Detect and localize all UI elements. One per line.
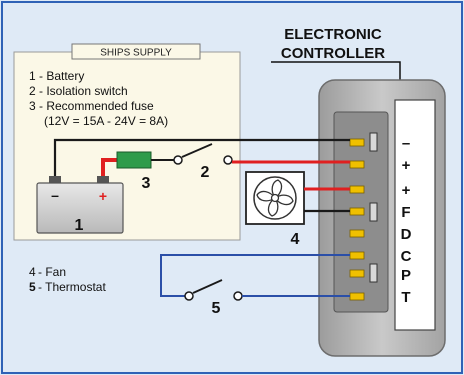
terminal-label-plus-1: + [402,157,411,174]
pin-8 [349,292,365,301]
wire-negative-black [53,138,350,176]
callout-fuse: 3 [142,175,151,192]
battery-plus-sign: + [99,188,107,204]
fan-icon [256,179,294,217]
callout-thermostat: 5 [212,300,221,317]
fan-hub [270,193,280,203]
ships-supply-title: SHIPS SUPPLY [100,48,172,59]
isolation-switch-lever [181,143,213,158]
legend-thermostat-number: 5 [29,280,36,294]
pin-6 [349,251,365,260]
controller-title-line1: ELECTRONIC [284,26,382,43]
battery-terminal-negative [49,176,61,184]
isolation-switch-contact-a [173,155,183,165]
thermostat-switch-lever [192,279,223,294]
battery-terminal-positive [97,176,109,184]
terminal-label-minus: – [402,135,410,152]
pin-3 [349,185,365,194]
battery-minus-sign: – [51,187,59,203]
pin-7 [349,269,365,278]
isolation-switch-contact-b [223,155,233,165]
latch-tab-2 [369,202,378,222]
ships-supply-title-box [71,43,201,60]
legend-fan-text: - Fan [38,265,66,279]
controller-title-leader [271,61,401,82]
callout-fan: 4 [291,231,300,248]
connector-pins [349,132,378,301]
legend-recommended-fuse: 3 - Recommended fuse [29,99,154,113]
pin-2 [349,160,365,169]
callout-isolation-switch: 2 [201,164,210,181]
legend-fuse-ratings: (12V = 15A - 24V = 8A) [44,114,168,128]
controller-title-line2: CONTROLLER [281,45,385,62]
terminal-label-c: C [401,248,412,265]
legend-isolation-switch: 2 - Isolation switch [29,84,128,98]
latch-tab-3 [369,263,378,283]
battery-body [36,182,124,234]
wire-thermostat-c [160,254,350,297]
thermostat-contact-b [233,291,243,301]
pin-4 [349,207,365,216]
terminal-label-t: T [401,289,410,306]
pin-1 [349,138,365,147]
legend-fan-number: 4 [29,265,36,279]
wire-positive-battery-to-fuse [101,158,117,176]
latch-tab-1 [369,132,378,152]
fuse [116,151,152,169]
thermostat-contact-a [184,291,194,301]
pin-5 [349,229,365,238]
legend-thermostat-text: - Thermostat [38,280,106,294]
terminal-label-plus-2: + [402,182,411,199]
terminal-label-panel [394,99,436,331]
terminal-label-d: D [401,226,412,243]
callout-battery: 1 [75,217,84,234]
legend-battery: 1 - Battery [29,69,84,83]
terminal-label-p: P [401,267,411,284]
terminal-label-f: F [401,204,410,221]
